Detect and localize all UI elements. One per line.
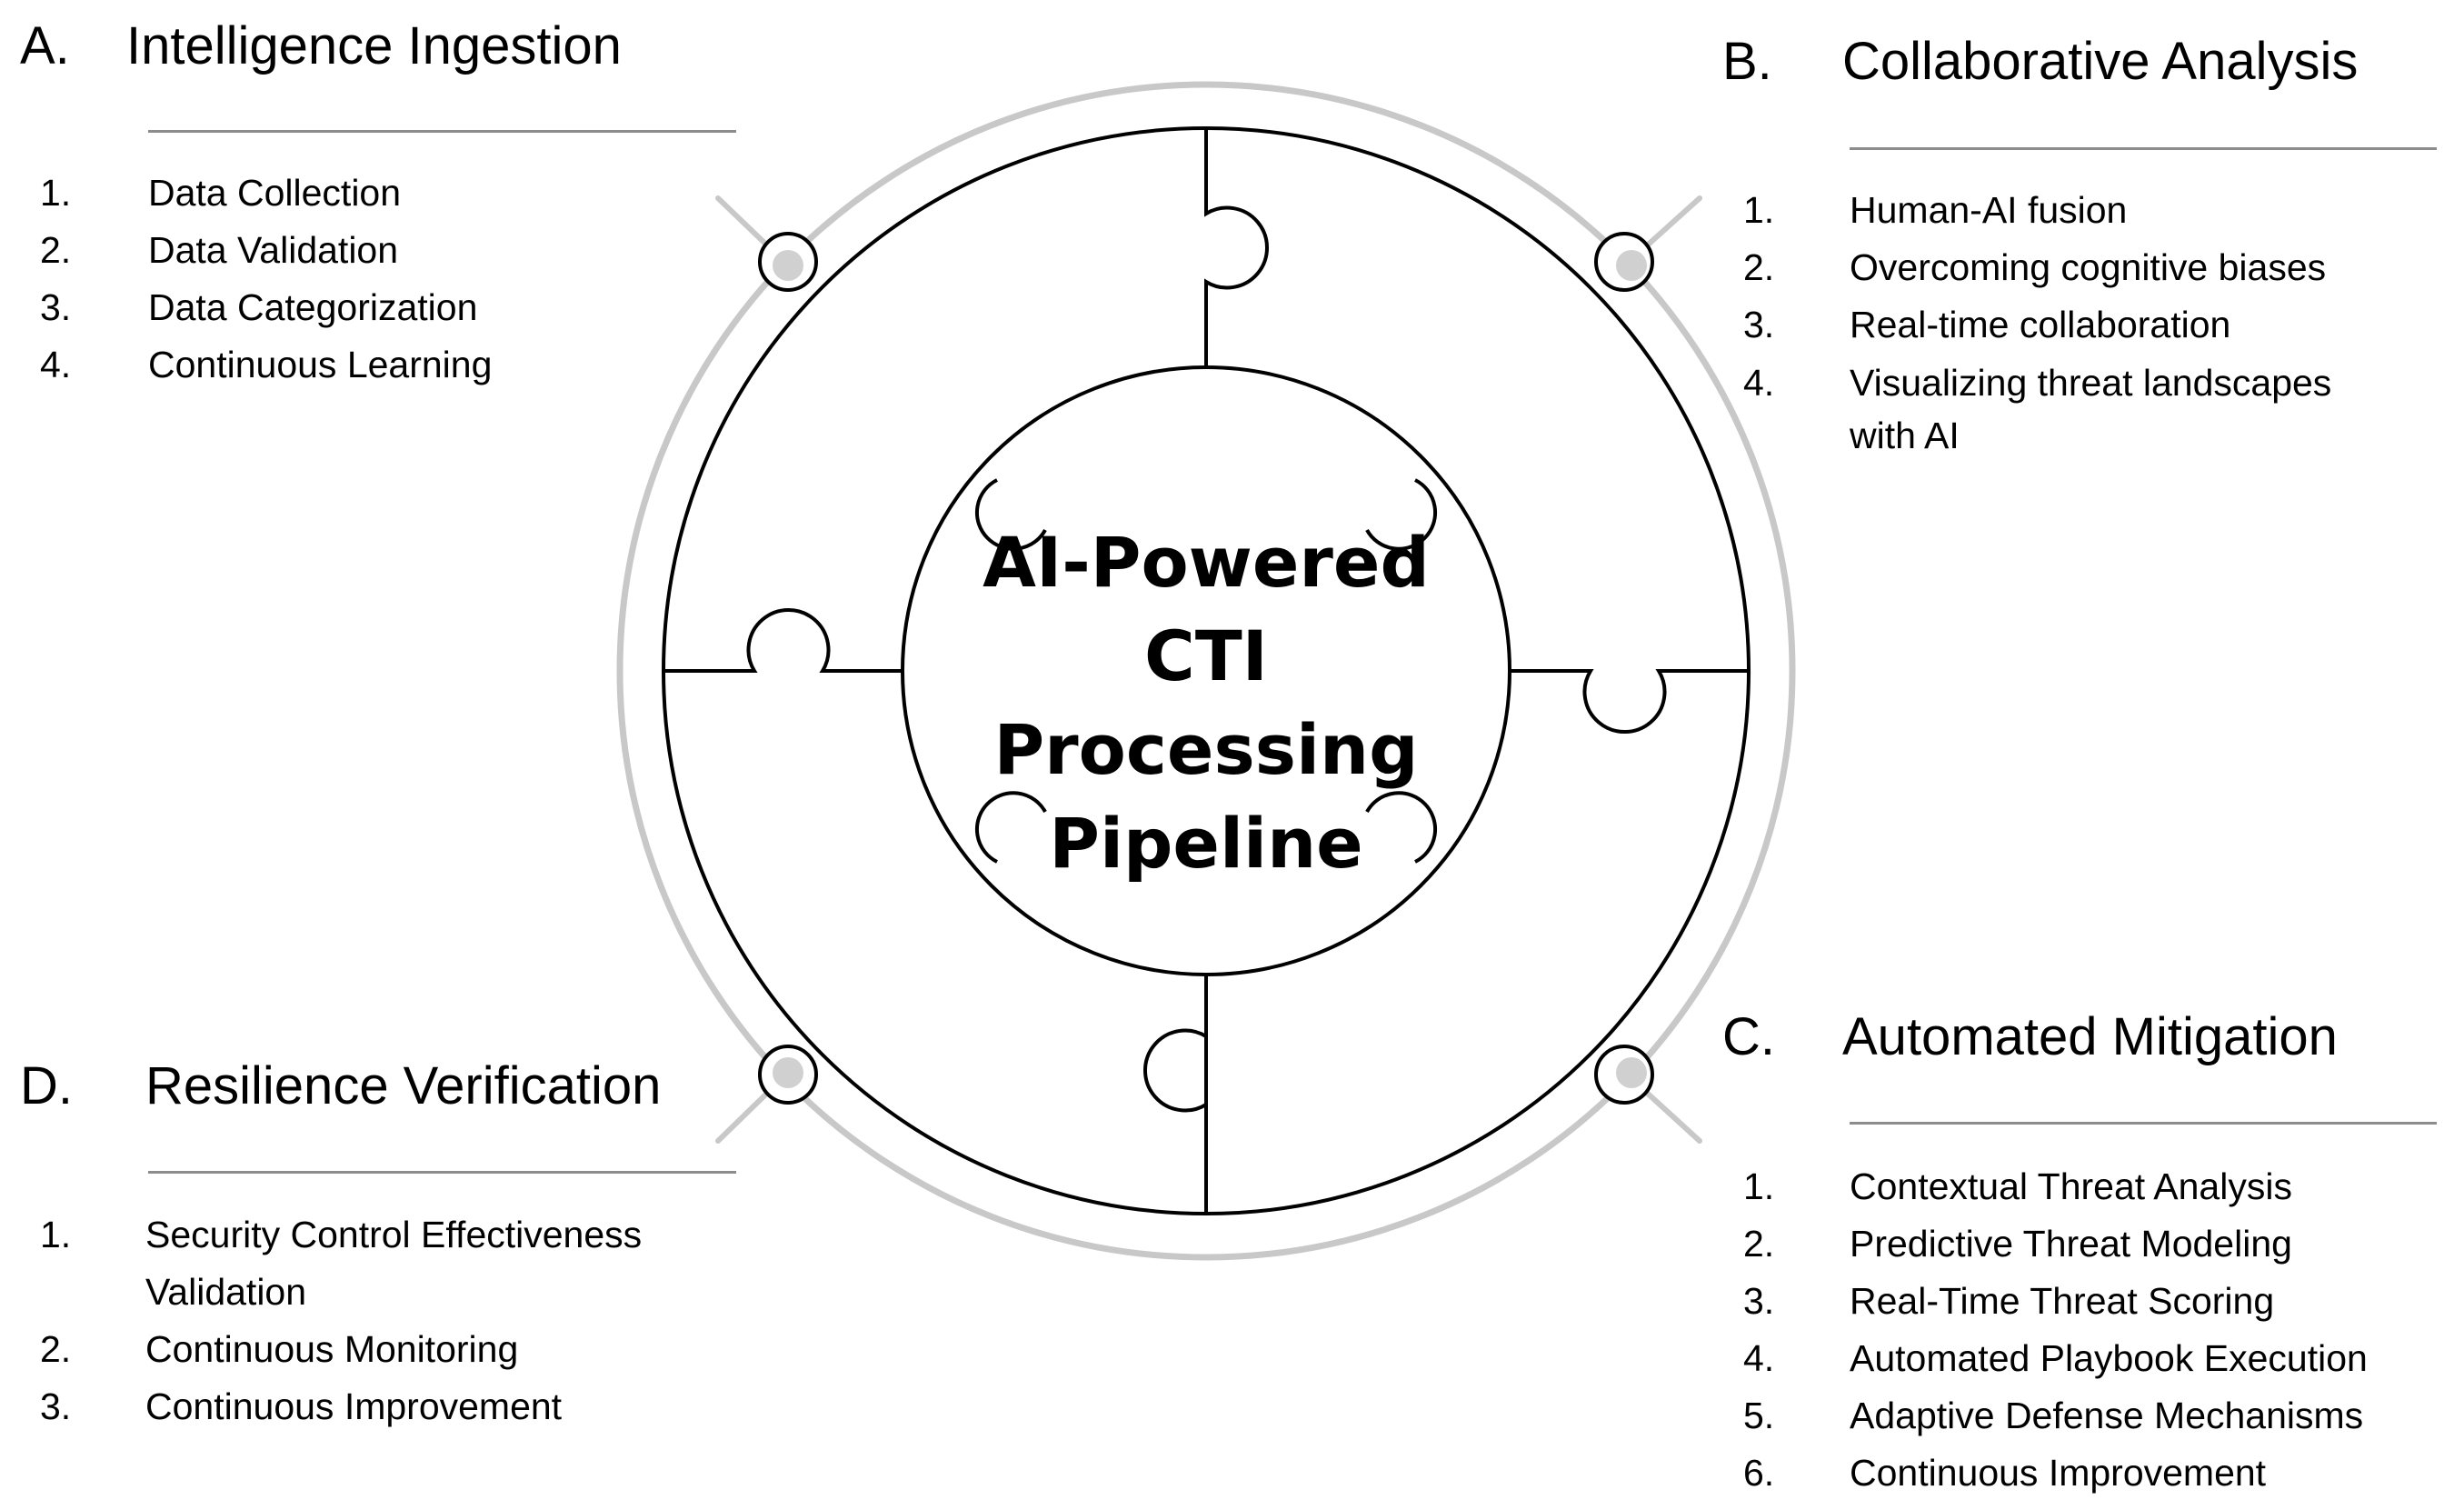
- center-title: AI-Powered CTI Processing Pipeline: [983, 522, 1430, 884]
- divider-left: [662, 607, 904, 673]
- list-item: 3.Real-time collaboration: [1743, 304, 2231, 345]
- list-item: 2.Data Validation: [40, 229, 399, 271]
- list-item: 3.Continuous Improvement: [40, 1385, 563, 1427]
- center-puzzle-piece: [901, 365, 1511, 976]
- list-item: 3.Data Categorization: [40, 286, 478, 328]
- connector-node-top-left: [758, 232, 818, 292]
- section-c-rule: [1850, 1122, 2437, 1125]
- section-a-rule: [148, 130, 736, 133]
- list-item: 5.Adaptive Defense Mechanisms: [1743, 1395, 2364, 1436]
- section-a-heading: A. Intelligence Ingestion: [20, 16, 622, 77]
- section-a-letter: A.: [20, 16, 70, 75]
- section-c-letter: C.: [1722, 1007, 1775, 1066]
- section-a-title: Intelligence Ingestion: [126, 16, 622, 75]
- section-d-title: Resilience Verification: [145, 1056, 662, 1115]
- divider-bottom: [1142, 973, 1208, 1215]
- section-b-heading: B. Collaborative Analysis: [1722, 32, 2358, 93]
- section-d-heading: D. Resilience Verification: [20, 1056, 661, 1117]
- list-item: 3.Real-Time Threat Scoring: [1743, 1280, 2275, 1322]
- section-b-list: 1.Human-AI fusion 2.Overcoming cognitive…: [1743, 182, 2461, 462]
- list-item: 4.Continuous Learning: [40, 344, 493, 385]
- center-title-line-3: Processing: [993, 709, 1418, 790]
- list-item: 4.Automated Playbook Execution: [1743, 1337, 2368, 1379]
- list-item: 1.Security Control Effectiveness Validat…: [40, 1214, 643, 1313]
- section-a: A. Intelligence Ingestion: [20, 16, 622, 77]
- list-item: 1.Human-AI fusion: [1743, 189, 2128, 231]
- center-title-line-4: Pipeline: [1049, 803, 1362, 884]
- section-d: D. Resilience Verification: [20, 1056, 661, 1117]
- section-d-rule: [148, 1171, 736, 1174]
- section-b-title: Collaborative Analysis: [1842, 32, 2359, 91]
- section-c-title: Automated Mitigation: [1842, 1007, 2338, 1066]
- divider-lines: [662, 126, 1751, 1215]
- section-c-list: 1.Contextual Threat Analysis 2.Predictiv…: [1743, 1158, 2461, 1502]
- outer-gray-ring: [616, 81, 1796, 1261]
- list-item: 2.Predictive Threat Modeling: [1743, 1223, 2292, 1265]
- center-title-line-2: CTI: [1144, 615, 1268, 696]
- section-a-list: 1.Data Collection 2.Data Validation 3.Da…: [40, 165, 676, 394]
- divider-right: [1508, 669, 1751, 735]
- section-d-letter: D.: [20, 1056, 73, 1115]
- list-item: 6.Continuous Improvement: [1743, 1452, 2267, 1494]
- section-c: C. Automated Mitigation: [1722, 1007, 2338, 1068]
- connector-node-bottom-left: [758, 1045, 818, 1105]
- section-d-list: 1.Security Control Effectiveness Validat…: [40, 1206, 731, 1435]
- section-b-rule: [1850, 147, 2437, 150]
- center-puzzle-notches: [974, 478, 1438, 864]
- section-b-letter: B.: [1722, 32, 1772, 91]
- section-b: B. Collaborative Analysis: [1722, 32, 2358, 93]
- list-item: 2.Overcoming cognitive biases: [1743, 246, 2327, 288]
- list-item: 2.Continuous Monitoring: [40, 1328, 519, 1370]
- center-title-line-1: AI-Powered: [983, 522, 1430, 603]
- list-item: 1.Data Collection: [40, 172, 402, 214]
- connector-node-bottom-right: [1594, 1045, 1654, 1105]
- list-item: 1.Contextual Threat Analysis: [1743, 1165, 2292, 1207]
- divider-top: [1204, 126, 1270, 370]
- section-c-heading: C. Automated Mitigation: [1722, 1007, 2338, 1068]
- list-item: 4.Visualizing threat landscapes with AI: [1743, 362, 2332, 456]
- connector-node-top-right: [1594, 232, 1654, 292]
